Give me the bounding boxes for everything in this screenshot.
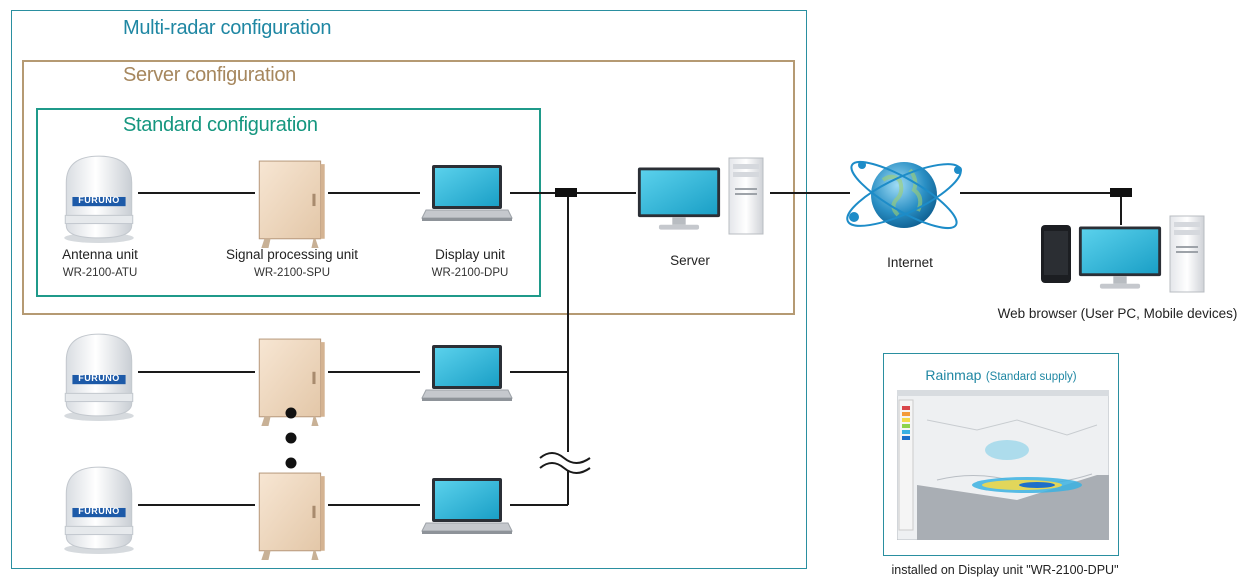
server-label: Server: [670, 253, 710, 268]
rainmap-supply-text: (Standard supply): [985, 371, 1077, 383]
internet-label: Internet: [887, 255, 933, 270]
rainmap-title: Rainmap (Standard supply): [883, 367, 1119, 385]
mobile-phone-icon: [1041, 225, 1071, 283]
web-browser-label: Web browser (User PC, Mobile devices): [997, 306, 1238, 321]
antenna-brand: FURUNO: [78, 373, 120, 383]
antenna-brand: FURUNO: [78, 195, 120, 205]
display-unit-laptop-icon: [421, 163, 513, 223]
signal-processing-unit-icon: [256, 158, 328, 250]
antenna-unit-label: Antenna unit: [62, 247, 138, 262]
multi-radar-config-box: [11, 10, 807, 569]
rainmap-title-text: Rainmap: [925, 367, 982, 383]
display-unit-laptop-icon: [421, 476, 513, 536]
server-config-title: Server configuration: [123, 64, 296, 86]
rainmap-screenshot-image: [897, 390, 1109, 540]
signal-processing-unit-model: WR-2100-SPU: [253, 267, 331, 279]
standard-config-box: [36, 108, 541, 297]
standard-config-title: Standard configuration: [123, 114, 318, 136]
more-units-ellipsis: [285, 407, 297, 469]
rainmap-box: [883, 353, 1119, 556]
antenna-brand: FURUNO: [78, 506, 120, 516]
signal-processing-unit-label: Signal processing unit: [225, 247, 359, 262]
display-unit-model: WR-2100-DPU: [431, 267, 509, 279]
user-pc-monitor-icon: [1077, 224, 1163, 292]
server-monitor-icon: [636, 165, 722, 233]
multi-radar-config-title: Multi-radar configuration: [123, 17, 332, 39]
internet-globe-icon: [846, 160, 962, 230]
server-tower-icon: [727, 155, 767, 237]
antenna-unit-model: WR-2100-ATU: [62, 267, 138, 279]
server-config-box: [22, 60, 795, 315]
display-unit-label: Display unit: [435, 247, 505, 262]
user-pc-tower-icon: [1168, 213, 1208, 295]
rainmap-caption: installed on Display unit "WR-2100-DPU": [891, 563, 1119, 577]
display-unit-laptop-icon: [421, 343, 513, 403]
signal-processing-unit-icon: [256, 470, 328, 562]
